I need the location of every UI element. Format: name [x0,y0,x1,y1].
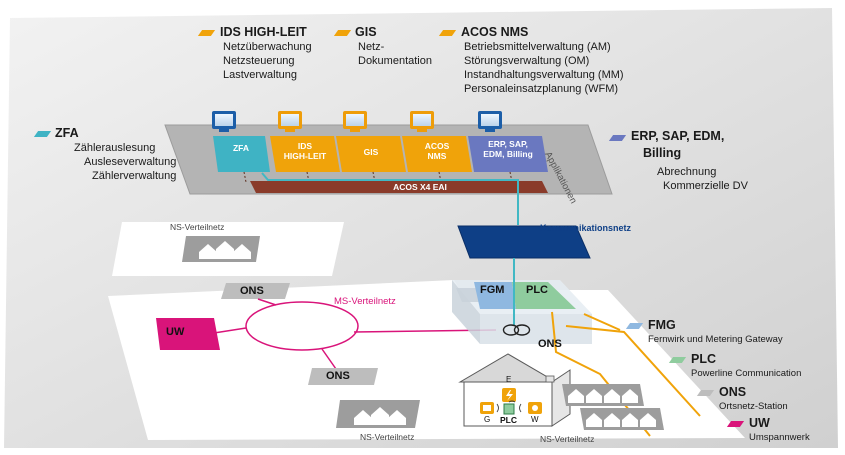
legend-zfa-line-2: Ausleseverwaltung [84,156,177,168]
app-block-erp [468,136,548,172]
app-block-erp-label: ERP, SAP, EDM, Billing [483,139,533,159]
meter-icon-e [502,388,516,402]
ns-verteilnetz-bottom-left-label: NS-Verteilnetz [360,432,415,442]
legend-ids-line-3: Lastverwaltung [223,69,297,81]
legend-ids-line-1: Netzüberwachung [223,41,312,53]
ms-line-ring-bottom-ons [321,348,337,370]
ns-verteilnetz-top-label: NS-Verteilnetz [170,222,225,232]
ms-ring [245,301,359,351]
ons-top-label: ONS [240,285,264,297]
legend-acos-line-4: Personaleinsatzplanung (WFM) [464,83,619,95]
meter-e-label: E [506,375,512,384]
legend-zfa-line-1: Zählerauslesung [74,142,156,154]
wireless-wave-icons [496,400,522,413]
legend-ids-line-2: Netzsteuerung [223,55,295,67]
ms-verteilnetz-label: MS-Verteilnetz [334,296,396,307]
app-block-acos [402,136,472,172]
legend-title-uw: UW [749,416,770,430]
kommunikationsnetz-block [458,226,590,258]
app-block-gis-label: GIS [363,147,379,157]
eai-bus-label: ACOS X4 EAI [393,182,447,192]
ms-line-top-ons-ring [257,298,277,306]
uw-block [156,318,220,350]
legend-title-ids: IDS HIGH-LEIT [220,25,307,39]
meter-icon-g [480,402,494,414]
app-block-zfa-label: ZFA [232,143,250,153]
legend-title-erp-line-1: ERP, SAP, EDM, [631,129,725,143]
app-block-zfa [213,136,270,172]
meter-g-label: G [484,415,491,424]
legend-acos-line-3: Instandhaltungsverwaltung (MM) [464,69,624,81]
kommunikationsnetz-label: Kommunikationsnetz [540,223,632,233]
legend-title-fmg: FMG [648,318,676,332]
fgm-block [474,282,516,309]
app-block-gis [336,136,406,172]
meter-w-label: W [531,415,539,424]
house-icon-row-2 [586,413,656,427]
legend-gis-line-1: Netz- [358,41,385,53]
legend-title-plc: PLC [691,352,716,366]
legend-erp-line-2: Kommerzielle DV [663,180,748,192]
legend-gis-line-2: Dokumentation [358,55,432,67]
transformer-symbol-icon [502,324,531,336]
ons-bottom-label: ONS [326,370,350,382]
monitor-icon-5 [478,111,502,132]
legend-title-gis: GIS [355,25,377,39]
monitor-icon-1 [212,111,236,132]
app-block-ids-label: IDS HIGH-LEIT [283,141,327,161]
legend-title-ons: ONS [719,385,747,399]
uw-block-label: UW [166,326,185,338]
legend-desc-ons: Ortsnetz-Station [719,401,788,412]
plc-block [512,282,576,309]
plc-gateway-icon [503,403,515,415]
meter-icon-w [528,402,542,414]
house-icon-group-top [199,241,251,259]
ons-block-bottom [308,368,378,385]
ns-verteilnetz-bottom-right-label: NS-Verteilnetz [540,434,595,444]
legend-erp-line-1: Abrechnung [657,166,717,178]
fgm-label: FGM [480,284,505,296]
legend-acos-line-2: Störungsverwaltung (OM) [464,55,590,67]
teal-link-line [261,172,519,225]
legend-title-erp-line-2: Billing [643,146,682,160]
eai-bus [250,181,548,193]
legend-title-acos: ACOS NMS [461,25,529,39]
app-block-acos-label: ACOS NMS [424,141,450,161]
ons-main-label: ONS [538,338,562,350]
house-icon-group-bottom [354,407,406,425]
house-plc-label: PLC [500,415,517,425]
legend-acos-line-1: Betriebsmittelverwaltung (AM) [464,41,611,53]
monitor-icon-4 [410,111,434,132]
legend-title-zfa: ZFA [55,126,79,140]
house-icon-row-1 [568,389,638,403]
legend-desc-plc: Powerline Communication [691,368,802,379]
plc-box-label: PLC [526,284,548,296]
ms-line-uw-ring [213,327,247,334]
app-block-ids [270,136,340,172]
monitor-icon-3 [343,111,367,132]
legend-desc-uw: Umspannwerk [749,432,810,443]
legend-zfa-line-3: Zählerverwaltung [92,170,177,182]
ons-block-top [221,283,290,299]
legend-desc-fmg: Fernwirk und Metering Gateway [648,334,783,345]
monitor-icon-2 [278,111,302,132]
